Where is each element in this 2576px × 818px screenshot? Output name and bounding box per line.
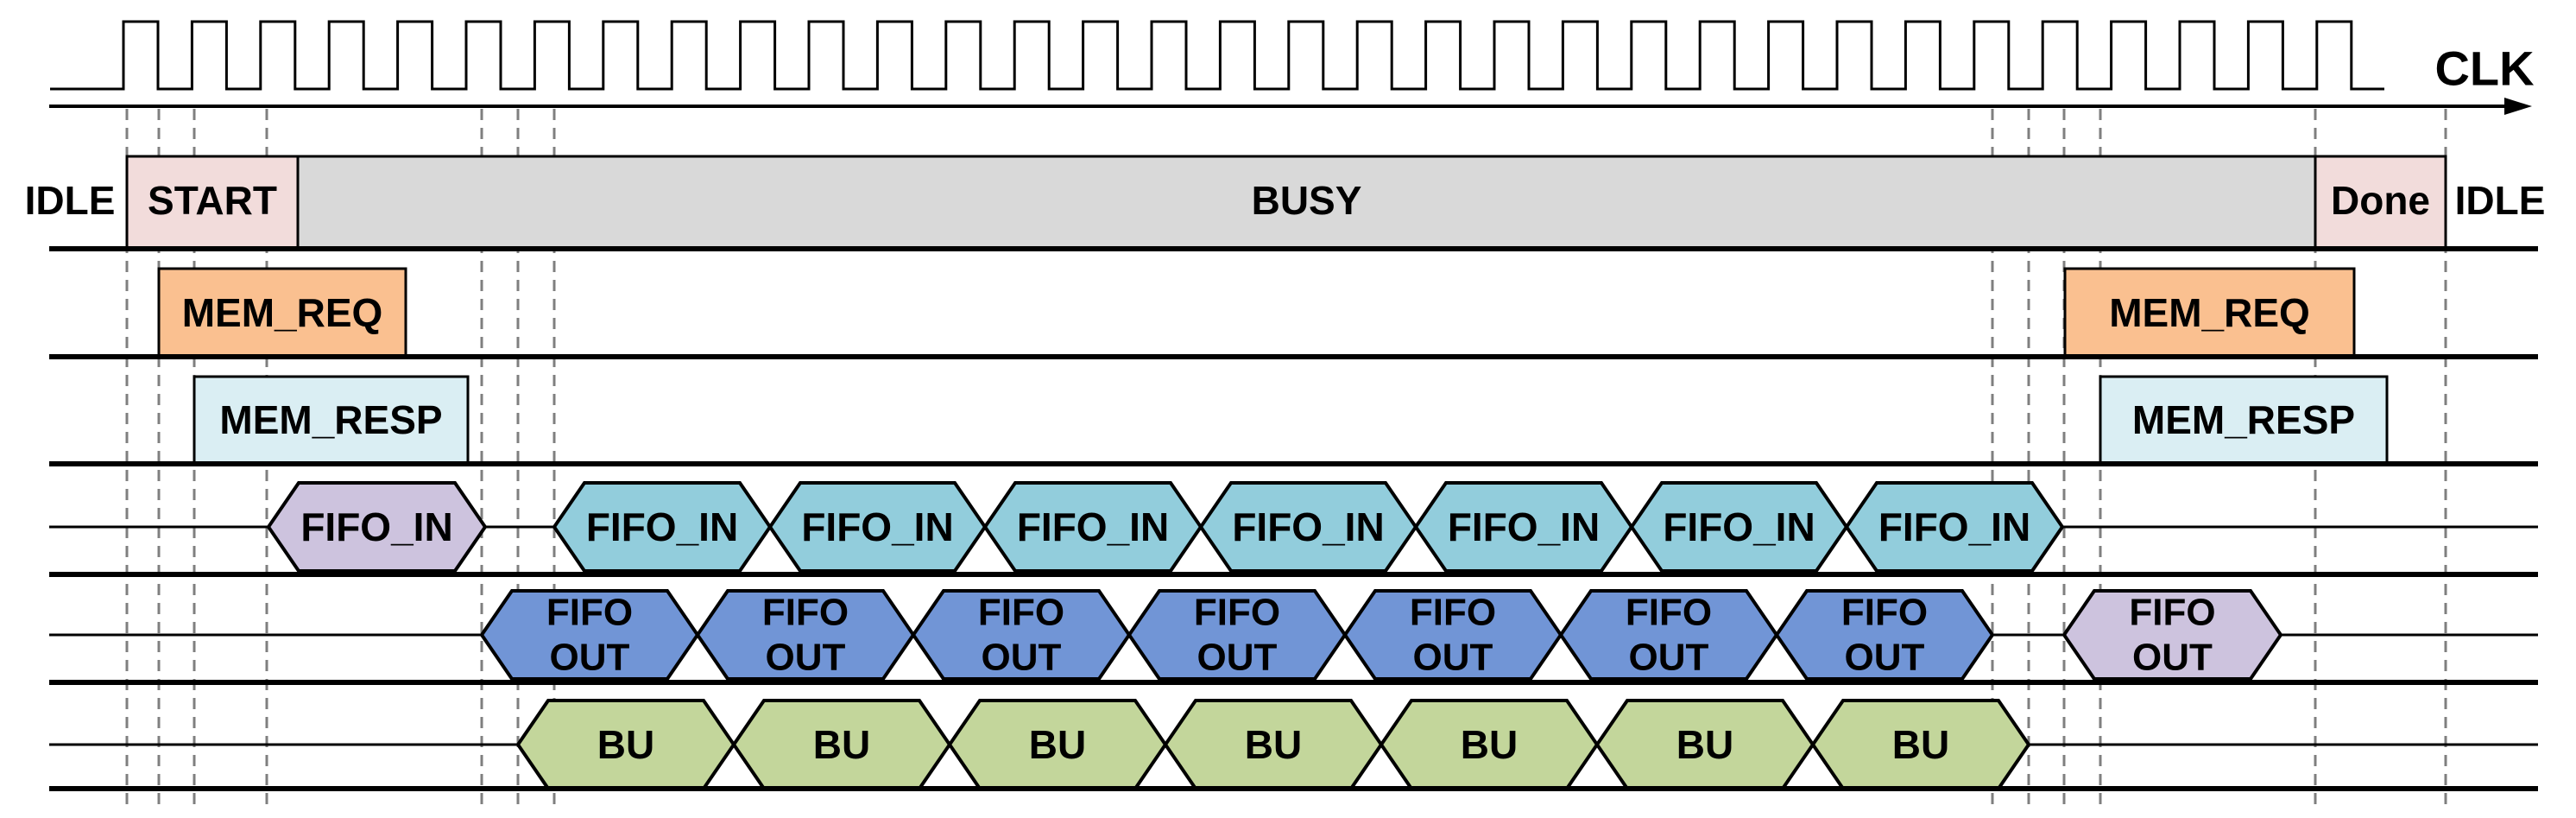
hexagon-label-fifo-in: FIFO_IN	[1878, 504, 2030, 549]
hexagon-label-fifo-in: FIFO_IN	[801, 504, 953, 549]
hexagon-label-fifo-out-line2: OUT	[1629, 637, 1709, 679]
hexagon-label-fifo-out-line1: FIFO	[1841, 592, 1928, 634]
hexagon-label-bu: BU	[1676, 722, 1733, 767]
hexagon-label-bu: BU	[597, 722, 654, 767]
box-label-mem_req: MEM_REQ	[2109, 290, 2310, 335]
hexagon-label-fifo-out-line1: FIFO	[762, 592, 849, 634]
hexagon-label-bu: BU	[1892, 722, 1949, 767]
hexagon-label-fifo-out-line2: OUT	[766, 637, 846, 679]
hexagon-label-fifo-out-line2: OUT	[1197, 637, 1278, 679]
hexagon-label-fifo-out-line1: FIFO	[546, 592, 633, 634]
hexagon-label-fifo-in: FIFO_IN	[1448, 504, 1600, 549]
box-label-mem_req: MEM_REQ	[182, 290, 383, 335]
box-label-busy: BUSY	[1252, 178, 1362, 223]
hexagon-label-fifo-out-line2: OUT	[2132, 637, 2213, 679]
hexagon-label-bu: BU	[1461, 722, 1518, 767]
hexagon-label-fifo-out-line2: OUT	[1845, 637, 1925, 679]
hexagon-label-bu: BU	[813, 722, 870, 767]
bus-hexagon-fifo-in	[1844, 481, 2065, 573]
clock-waveform	[50, 20, 2384, 91]
hexagon-label-fifo-out-line2: OUT	[1413, 637, 1493, 679]
box-label-mem_resp: MEM_RESP	[219, 397, 442, 442]
state-box-start	[125, 155, 300, 250]
hexagon-label-fifo-out-line1: FIFO	[2129, 592, 2215, 634]
hexagon-label-fifo-in: FIFO_IN	[1232, 504, 1384, 549]
state-box-mem_resp	[2099, 375, 2389, 466]
bus-hexagon-fifo-out	[2061, 589, 2283, 681]
hexagon-label-fifo-in: FIFO_IN	[300, 504, 452, 549]
bus-hexagon-fifo-out	[1774, 589, 1995, 681]
state-box-mem_resp	[193, 375, 470, 466]
hexagon-label-fifo-out-line1: FIFO	[978, 592, 1064, 634]
state-box-mem_req	[2063, 267, 2356, 358]
clock-label: CLK	[2434, 41, 2534, 96]
time-axis-arrowhead	[2504, 98, 2532, 115]
hexagon-label-bu: BU	[1245, 722, 1302, 767]
hexagon-label-fifo-in: FIFO_IN	[1663, 504, 1815, 549]
hexagon-label-fifo-out-line2: OUT	[982, 637, 1062, 679]
hexagon-label-fifo-out-line2: OUT	[550, 637, 630, 679]
state-label-idle: IDLE	[2455, 178, 2546, 223]
hexagon-label-fifo-in: FIFO_IN	[1017, 504, 1169, 549]
hexagon-label-fifo-out-line1: FIFO	[1410, 592, 1496, 634]
hexagon-label-bu: BU	[1029, 722, 1086, 767]
bus-hexagon-fifo-in	[266, 481, 488, 573]
box-label-done: Done	[2331, 178, 2430, 223]
hexagon-label-fifo-out-line1: FIFO	[1194, 592, 1280, 634]
box-label-mem_resp: MEM_RESP	[2132, 397, 2355, 442]
state-label-idle: IDLE	[25, 178, 116, 223]
hexagon-label-fifo-out-line1: FIFO	[1626, 592, 1712, 634]
box-label-start: START	[148, 178, 277, 223]
hexagon-label-fifo-in: FIFO_IN	[586, 504, 738, 549]
